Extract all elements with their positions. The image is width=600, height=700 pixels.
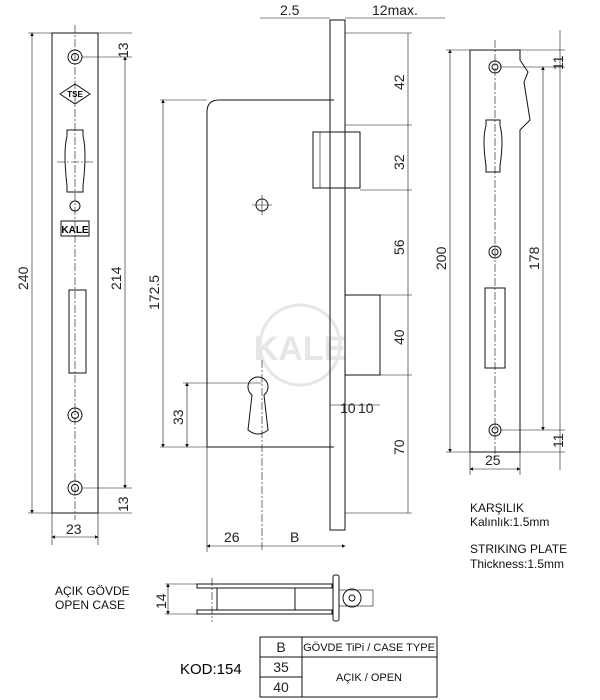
deadbolt — [344, 294, 381, 376]
svg-text:56: 56 — [391, 239, 407, 255]
svg-text:B: B — [290, 529, 299, 545]
kale-logo — [60, 220, 90, 237]
svg-text:26: 26 — [224, 529, 240, 545]
faceplate-front-view: TSE KALE — [51, 25, 99, 520]
svg-text:25: 25 — [485, 452, 501, 468]
svg-text:2.5: 2.5 — [280, 2, 300, 18]
svg-text:14: 14 — [153, 593, 169, 609]
striking-plate-thickness-en: Thickness:1.5mm — [470, 557, 564, 571]
svg-text:AÇIK / OPEN: AÇIK / OPEN — [336, 672, 402, 684]
tse-logo — [59, 83, 91, 105]
svg-text:70: 70 — [391, 439, 407, 455]
svg-text:10: 10 — [340, 400, 356, 416]
case-type-table: B GÖVDE TiPi / CASE TYPE 35 40 AÇIK / OP… — [259, 636, 438, 698]
svg-text:10: 10 — [358, 400, 374, 416]
svg-text:B: B — [276, 639, 285, 655]
open-case-top-view: 14 — [153, 574, 374, 622]
follower-icon — [64, 129, 86, 193]
svg-text:32: 32 — [391, 154, 407, 170]
latch — [312, 131, 361, 189]
bolt-slot — [68, 289, 87, 374]
svg-text:13: 13 — [115, 42, 131, 58]
striking-plate-thickness-tr: Kalınlık:1.5mm — [470, 515, 549, 529]
case-dimensions: 172.5 33 42 32 56 40 70 2.5 12max. 10 10… — [146, 2, 445, 552]
striking-plate-title-tr: KARŞILIK — [470, 501, 524, 515]
svg-text:KALE: KALE — [254, 330, 347, 368]
svg-text:11: 11 — [550, 433, 566, 448]
svg-text:35: 35 — [273, 659, 289, 675]
product-code: KOD:154 — [180, 661, 242, 678]
open-case-label-tr: AÇIK GÖVDE — [55, 584, 130, 598]
striking-plate-drawing: 200 178 11 11 25 — [433, 30, 566, 475]
open-case-label-en: OPEN CASE — [55, 598, 125, 612]
svg-text:40: 40 — [391, 329, 407, 345]
svg-text:240: 240 — [15, 266, 31, 290]
svg-text:13: 13 — [115, 496, 131, 512]
svg-text:11: 11 — [550, 55, 566, 70]
svg-text:40: 40 — [273, 679, 289, 695]
svg-text:172.5: 172.5 — [146, 275, 162, 310]
cylinder-keyhole — [247, 376, 269, 435]
svg-text:33: 33 — [170, 409, 186, 425]
svg-text:214: 214 — [108, 266, 124, 290]
svg-text:200: 200 — [433, 246, 449, 270]
striking-plate-title-en: STRIKING PLATE — [470, 542, 567, 556]
faceplate-dimensions: 240 214 13 13 23 — [15, 32, 132, 545]
svg-text:12max.: 12max. — [372, 2, 418, 18]
kale-watermark: KALE — [254, 303, 347, 387]
svg-text:23: 23 — [66, 521, 82, 537]
svg-text:42: 42 — [391, 74, 407, 90]
lock-case — [206, 19, 381, 550]
svg-text:178: 178 — [526, 246, 542, 270]
faceplate-edge — [329, 19, 346, 531]
svg-text:TSE: TSE — [67, 90, 83, 99]
svg-text:KALE: KALE — [61, 225, 89, 236]
svg-text:GÖVDE TiPi / CASE TYPE: GÖVDE TiPi / CASE TYPE — [303, 642, 435, 654]
